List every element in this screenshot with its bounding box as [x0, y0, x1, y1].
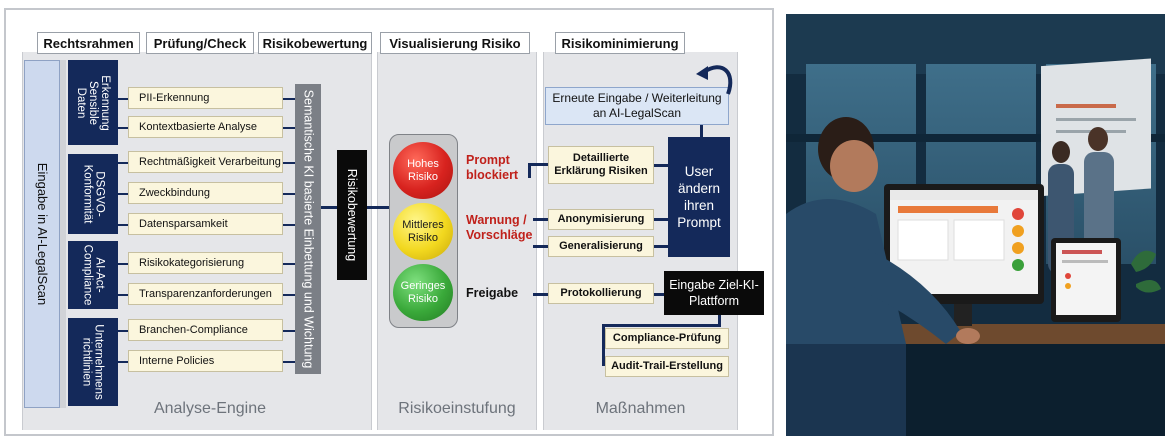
connector: [283, 294, 295, 296]
category-label: DSGVO-Konformität: [81, 164, 106, 224]
connector: [528, 163, 548, 166]
header-risikobewertung: Risikobewertung: [258, 32, 372, 54]
connector: [118, 294, 128, 296]
check-datensparsamkeit: Datensparsamkeit: [128, 213, 283, 235]
reentry-box: Erneute Eingabe / Weiterleitung an AI-Le…: [545, 87, 729, 125]
measure-protokoll: Protokollierung: [548, 283, 654, 304]
connector: [602, 324, 719, 327]
check-policies: Interne Policies: [128, 350, 283, 372]
measure-general: Generalisierung: [548, 236, 654, 257]
connector: [118, 361, 128, 363]
footer-analyse: Analyse-Engine: [153, 400, 267, 417]
target-platform-box: Eingabe Ziel-KI-Plattform: [664, 271, 764, 315]
category-label: Unternehmens richtlinien: [81, 324, 105, 400]
check-kontext: Kontextbasierte Analyse: [128, 116, 283, 138]
user-box: User ändern ihren Prompt: [668, 137, 730, 257]
check-risikokategorisierung: Risikokategorisierung: [128, 252, 283, 274]
connector: [283, 361, 295, 363]
light-high-risk: Hohes Risiko: [393, 142, 453, 199]
connector: [367, 206, 389, 209]
semantic-bar-label: Semantische KI basierte Einbettung und W…: [301, 89, 316, 369]
light-medium-risk: Mittleres Risiko: [393, 203, 453, 260]
risk-evaluation-box: Risikobewertung: [337, 150, 367, 280]
connector: [718, 315, 721, 327]
connector: [283, 224, 295, 226]
target-platform-label: Eingabe Ziel-KI-Plattform: [669, 278, 759, 308]
check-rechtmaessigkeit: Rechtmäßigkeit Verarbeitung: [128, 151, 283, 173]
label-prompt-blockiert: Prompt blockiert: [466, 153, 519, 182]
connector: [654, 164, 668, 167]
office-scene-image: [786, 14, 1165, 436]
office-illustration: [786, 14, 1165, 436]
category-sensible-daten: Erkennung Sensible Daten: [68, 60, 118, 145]
connector: [654, 293, 664, 296]
label-freigabe: Freigabe: [466, 286, 519, 300]
category-ai-act: AI-Act-Compliance: [68, 241, 118, 309]
risk-evaluation-label: Risikobewertung: [345, 168, 360, 262]
input-panel: Eingabe in AI-LegalScan: [24, 60, 60, 408]
check-branchen: Branchen-Compliance: [128, 319, 283, 341]
connector: [528, 163, 531, 178]
user-label: User ändern ihren Prompt: [677, 164, 721, 230]
connector: [283, 330, 295, 332]
connector: [283, 263, 295, 265]
footer-einstufung: Risikoeinstufung: [398, 400, 516, 417]
header-risikominimierung: Risikominimierung: [555, 32, 685, 54]
light-low-risk: Geringes Risiko: [393, 264, 453, 321]
measure-anonym: Anonymisierung: [548, 209, 654, 230]
semantic-weighting-bar: Semantische KI basierte Einbettung und W…: [295, 84, 321, 374]
connector: [118, 263, 128, 265]
check-zweckbindung: Zweckbindung: [128, 182, 283, 204]
input-label: Eingabe in AI-LegalScan: [35, 162, 51, 306]
connector: [118, 127, 128, 129]
connector: [118, 224, 128, 226]
check-pii: PII-Erkennung: [128, 87, 283, 109]
header-rechtsrahmen: Rechtsrahmen: [37, 32, 140, 54]
check-transparenz: Transparenzanforderungen: [128, 283, 283, 305]
header-pruefung: Prüfung/Check: [146, 32, 254, 54]
reentry-label: Erneute Eingabe / Weiterleitung an AI-Le…: [552, 91, 722, 120]
loop-arrow-icon: [696, 65, 733, 95]
header-visualisierung: Visualisierung Risiko: [380, 32, 530, 54]
connector: [602, 324, 605, 366]
connector: [60, 60, 66, 408]
footer-massnahmen: Maßnahmen: [595, 400, 686, 417]
category-dsgvo: DSGVO-Konformität: [68, 154, 118, 234]
connector: [321, 206, 337, 209]
connector: [118, 162, 128, 164]
connector: [654, 218, 668, 221]
category-label: Erkennung Sensible Daten: [75, 74, 111, 131]
measure-compliance: Compliance-Prüfung: [605, 328, 729, 349]
connector: [283, 193, 295, 195]
measure-audit: Audit-Trail-Erstellung: [605, 356, 729, 377]
measure-detail: Detaillierte Erklärung Risiken: [548, 146, 654, 184]
connector: [654, 245, 668, 248]
measure-detail-label: Detaillierte Erklärung Risiken: [554, 152, 648, 177]
light-medium-label: Mittleres Risiko: [402, 218, 444, 244]
light-low-label: Geringes Risiko: [400, 279, 446, 305]
connector: [283, 127, 295, 129]
connector: [533, 245, 548, 248]
connector: [118, 98, 128, 100]
connector: [283, 162, 295, 164]
connector: [283, 98, 295, 100]
connector: [533, 218, 548, 221]
category-label: AI-Act-Compliance: [81, 244, 106, 306]
connector: [533, 293, 548, 296]
label-warnung: Warnung / Vorschläge: [466, 213, 533, 242]
connector: [118, 330, 128, 332]
connector: [118, 193, 128, 195]
connector: [700, 125, 703, 137]
light-high-label: Hohes Risiko: [407, 157, 439, 183]
category-richtlinien: Unternehmens richtlinien: [68, 318, 118, 406]
